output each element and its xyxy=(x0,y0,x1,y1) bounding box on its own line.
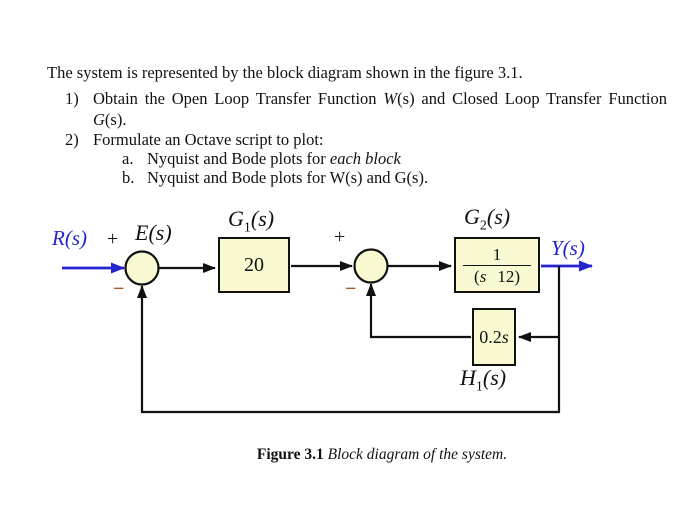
sub-item-a: Nyquist and Bode plots for each block xyxy=(147,149,401,168)
list-item-2: Formulate an Octave script to plot: xyxy=(93,130,324,149)
sum1-minus-sign: − xyxy=(113,278,125,300)
figure-caption-number: Figure 3.1 xyxy=(256,446,324,463)
w-of-s-variable: W xyxy=(383,89,398,108)
sum1-plus-sign: + xyxy=(107,228,119,250)
h1-value: 0.2s xyxy=(479,326,509,347)
sub-item-b: Nyquist and Bode plots for W(s) and G(s)… xyxy=(147,168,429,187)
g2-numerator: 1 xyxy=(492,244,502,264)
sub-item-a-marker: a. xyxy=(122,149,134,168)
g1-block: 20 xyxy=(218,237,290,293)
sum2-minus-sign: − xyxy=(345,278,357,300)
sum2-plus-sign: + xyxy=(334,226,346,248)
list-item-1: Obtain the Open Loop Transfer Function W… xyxy=(93,88,667,130)
each-block-emphasis: each block xyxy=(329,149,401,168)
list-item-1-marker: 1) xyxy=(65,89,79,108)
g1-gain-value: 20 xyxy=(244,253,264,276)
outer-feedback-path xyxy=(137,266,561,414)
g-of-s-variable: G xyxy=(93,110,105,129)
input-signal-label: R(s) xyxy=(52,226,87,250)
h1-block: 0.2s xyxy=(472,308,516,366)
figure-caption: Figure 3.1 Block diagram of the system. xyxy=(257,446,507,464)
h1-to-sum2-path xyxy=(366,283,471,339)
g2-label: G2(s) xyxy=(464,204,511,234)
list-item-2-marker: 2) xyxy=(65,130,79,149)
h1-label: H1(s) xyxy=(460,365,507,395)
summing-junction-1 xyxy=(124,250,160,286)
summing-junction-2 xyxy=(353,248,389,284)
output-signal-label: Y(s) xyxy=(551,236,585,260)
g1-label: G1(s) xyxy=(228,206,275,236)
sub-item-b-marker: b. xyxy=(122,168,135,187)
list-item-1-line-2: G(s). xyxy=(93,110,127,129)
list-item-1-line-1: Obtain the Open Loop Transfer Function W… xyxy=(93,89,667,108)
fraction-bar xyxy=(463,264,531,266)
figure-caption-text: Block diagram of the system. xyxy=(323,446,508,463)
intro-paragraph: The system is represented by the block d… xyxy=(47,63,523,82)
error-signal-label: E(s) xyxy=(135,220,172,245)
